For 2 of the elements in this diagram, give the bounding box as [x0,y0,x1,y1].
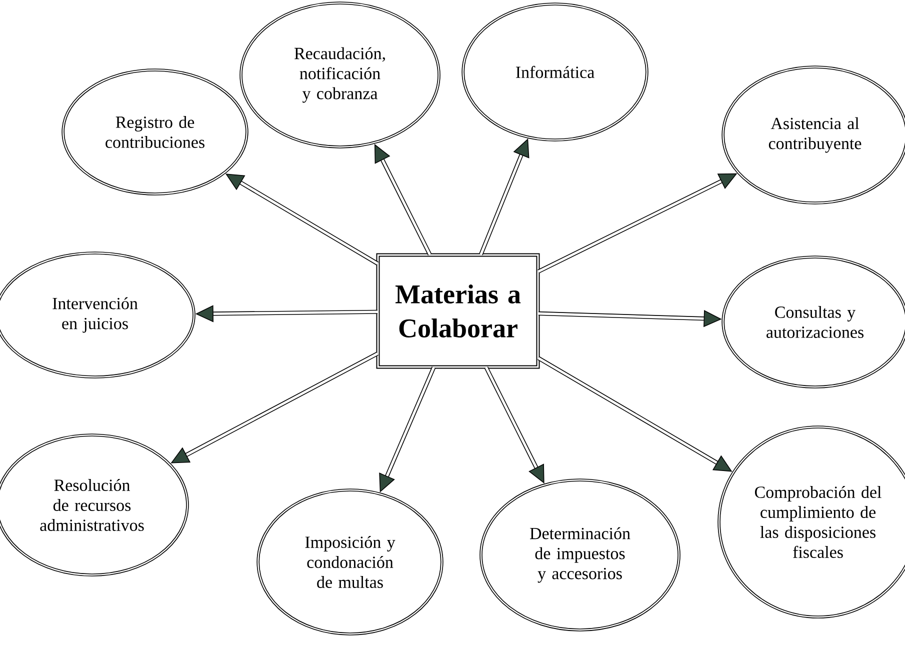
arrow [379,366,436,492]
title-box: Materias a Colaborar [376,253,540,369]
